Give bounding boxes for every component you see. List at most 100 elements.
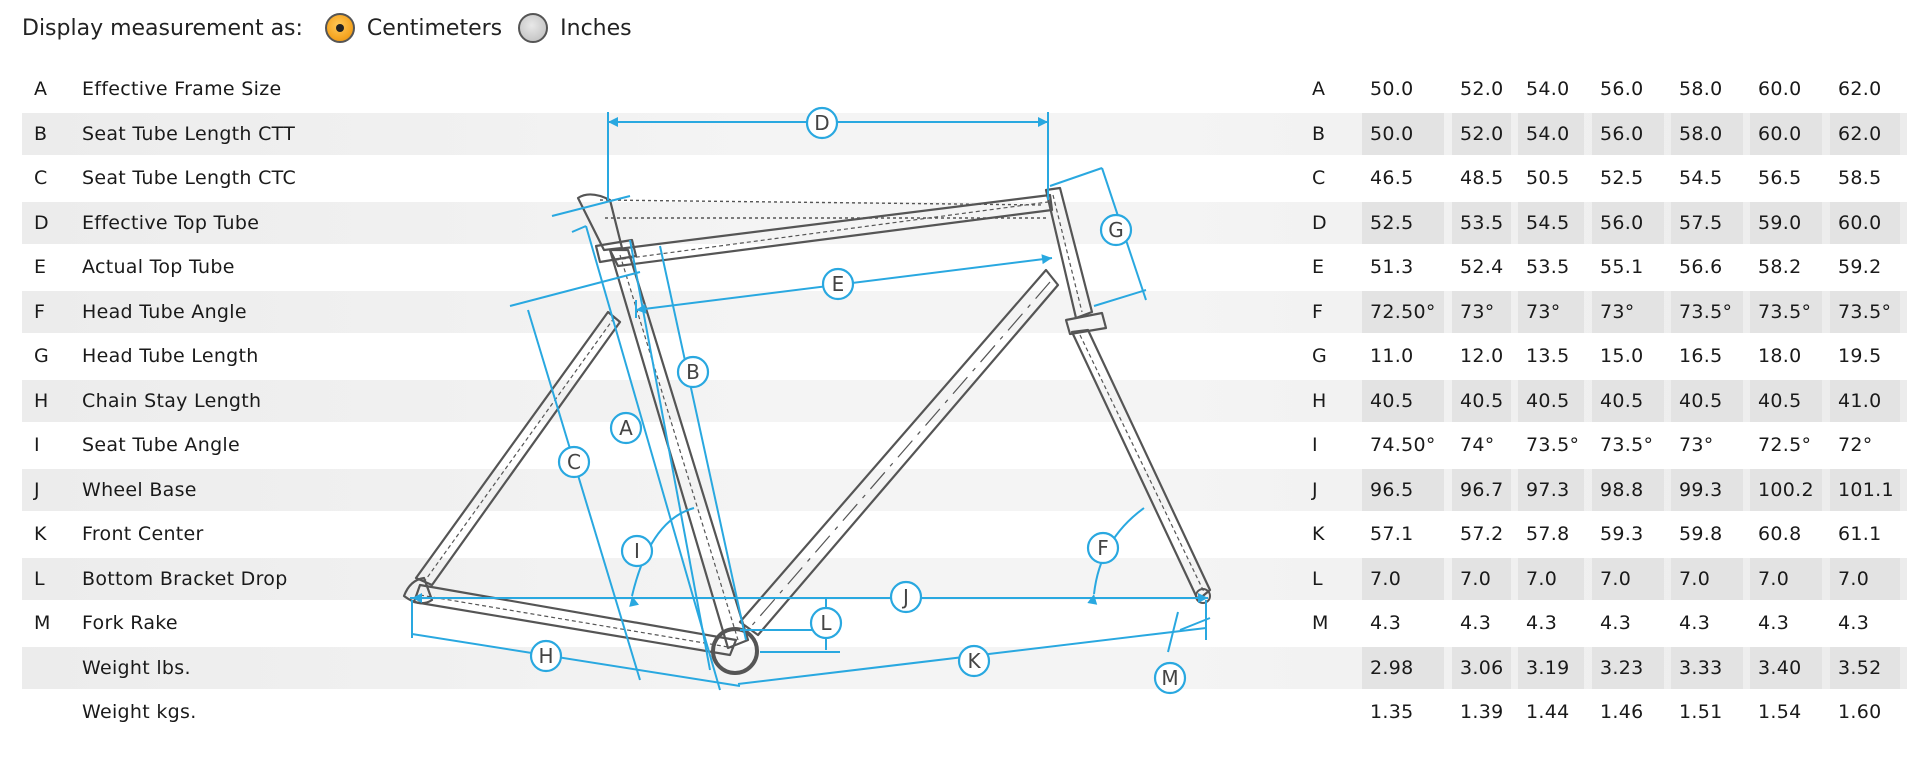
table-cell: 74.50° — [1370, 434, 1436, 456]
cell-background — [1518, 201, 1584, 244]
table-cell: 54.5 — [1679, 167, 1723, 189]
table-cell: 58.0 — [1679, 122, 1723, 145]
table-cell: 40.5 — [1600, 389, 1644, 412]
radio-unselected-icon[interactable] — [518, 13, 549, 43]
table-cell: 3.40 — [1758, 656, 1802, 679]
table-cell: 57.5 — [1679, 211, 1723, 234]
table-cell: 19.5 — [1838, 345, 1882, 367]
row-letter: K — [34, 523, 47, 545]
table-cell: 53.5 — [1460, 211, 1504, 234]
table-cell: 73.5° — [1600, 434, 1654, 456]
table-cell: 7.0 — [1758, 567, 1790, 590]
row-letter: A — [34, 78, 47, 100]
table-cell: 52.5 — [1600, 167, 1644, 189]
table-cell: 40.5 — [1758, 389, 1802, 412]
table-cell: 48.5 — [1460, 167, 1504, 189]
cell-background — [1671, 557, 1743, 600]
cell-background — [1592, 201, 1664, 244]
row-letter-right: H — [1312, 389, 1327, 412]
cell-background — [1671, 468, 1743, 511]
cell-background — [1362, 290, 1444, 333]
table-cell: 41.0 — [1838, 389, 1882, 412]
cell-background — [1362, 646, 1444, 689]
cell-background — [1592, 646, 1664, 689]
table-cell: 56.5 — [1758, 167, 1802, 189]
table-cell: 4.3 — [1460, 612, 1492, 634]
table-cell: 16.5 — [1679, 345, 1723, 367]
table-cell: 73° — [1600, 300, 1635, 323]
row-measurement-name: Seat Tube Angle — [82, 434, 241, 456]
row-measurement-name: Head Tube Angle — [82, 300, 247, 323]
row-letter: D — [34, 211, 49, 234]
cell-background — [1452, 112, 1511, 155]
table-cell: 56.0 — [1600, 122, 1644, 145]
row-measurement-name: Effective Frame Size — [82, 78, 282, 100]
table-cell: 50.5 — [1526, 167, 1570, 189]
table-cell: 62.0 — [1838, 78, 1882, 100]
unit-option-centimeters[interactable]: Centimeters — [324, 13, 503, 43]
table-cell: 72.50° — [1370, 300, 1436, 323]
table-cell: 12.0 — [1460, 345, 1504, 367]
row-measurement-name: Head Tube Length — [82, 345, 259, 367]
table-cell: 11.0 — [1370, 345, 1414, 367]
row-letter: I — [34, 434, 40, 456]
table-cell: 4.3 — [1600, 612, 1632, 634]
table-cell: 3.52 — [1838, 656, 1882, 679]
table-cell: 1.46 — [1600, 701, 1644, 723]
row-letter-right: C — [1312, 167, 1326, 189]
table-cell: 56.0 — [1600, 78, 1644, 100]
row-letter: L — [34, 567, 45, 590]
row-measurement-name: Front Center — [82, 523, 204, 545]
table-cell: 3.19 — [1526, 656, 1570, 679]
row-letter-right: G — [1312, 345, 1327, 367]
unit-option-label: Inches — [560, 15, 632, 41]
table-cell: 3.33 — [1679, 656, 1723, 679]
cell-background — [1830, 557, 1900, 600]
cell-background — [1592, 379, 1664, 422]
row-letter-right: B — [1312, 122, 1326, 145]
unit-option-label: Centimeters — [366, 15, 503, 41]
table-cell: 1.39 — [1460, 701, 1504, 723]
row-letter: E — [34, 256, 47, 278]
unit-option-inches[interactable]: Inches — [518, 13, 632, 43]
cell-background — [1592, 468, 1664, 511]
table-cell: 59.2 — [1838, 256, 1882, 278]
cell-background — [1750, 646, 1822, 689]
table-cell: 60.8 — [1758, 523, 1802, 545]
table-cell: 58.0 — [1679, 78, 1723, 100]
row-letter-right: J — [1312, 478, 1318, 501]
cell-background — [1592, 557, 1664, 600]
row-letter-right: L — [1312, 567, 1323, 590]
row-letter-right: K — [1312, 523, 1325, 545]
cell-background — [1518, 379, 1584, 422]
row-letter: H — [34, 389, 49, 412]
table-cell: 3.06 — [1460, 656, 1504, 679]
cell-background — [1452, 379, 1511, 422]
table-cell: 52.0 — [1460, 122, 1504, 145]
table-cell: 1.54 — [1758, 701, 1802, 723]
cell-background — [1518, 112, 1584, 155]
cell-background — [1671, 290, 1743, 333]
table-cell: 54.0 — [1526, 78, 1570, 100]
table-cell: 59.3 — [1600, 523, 1644, 545]
radio-selected-icon[interactable] — [324, 13, 355, 43]
table-cell: 73° — [1526, 300, 1561, 323]
cell-background — [1452, 468, 1511, 511]
cell-background — [1750, 201, 1822, 244]
table-cell: 54.5 — [1526, 211, 1570, 234]
table-cell: 51.3 — [1370, 256, 1414, 278]
cell-background — [1671, 112, 1743, 155]
table-cell: 1.35 — [1370, 701, 1414, 723]
table-cell: 58.2 — [1758, 256, 1802, 278]
